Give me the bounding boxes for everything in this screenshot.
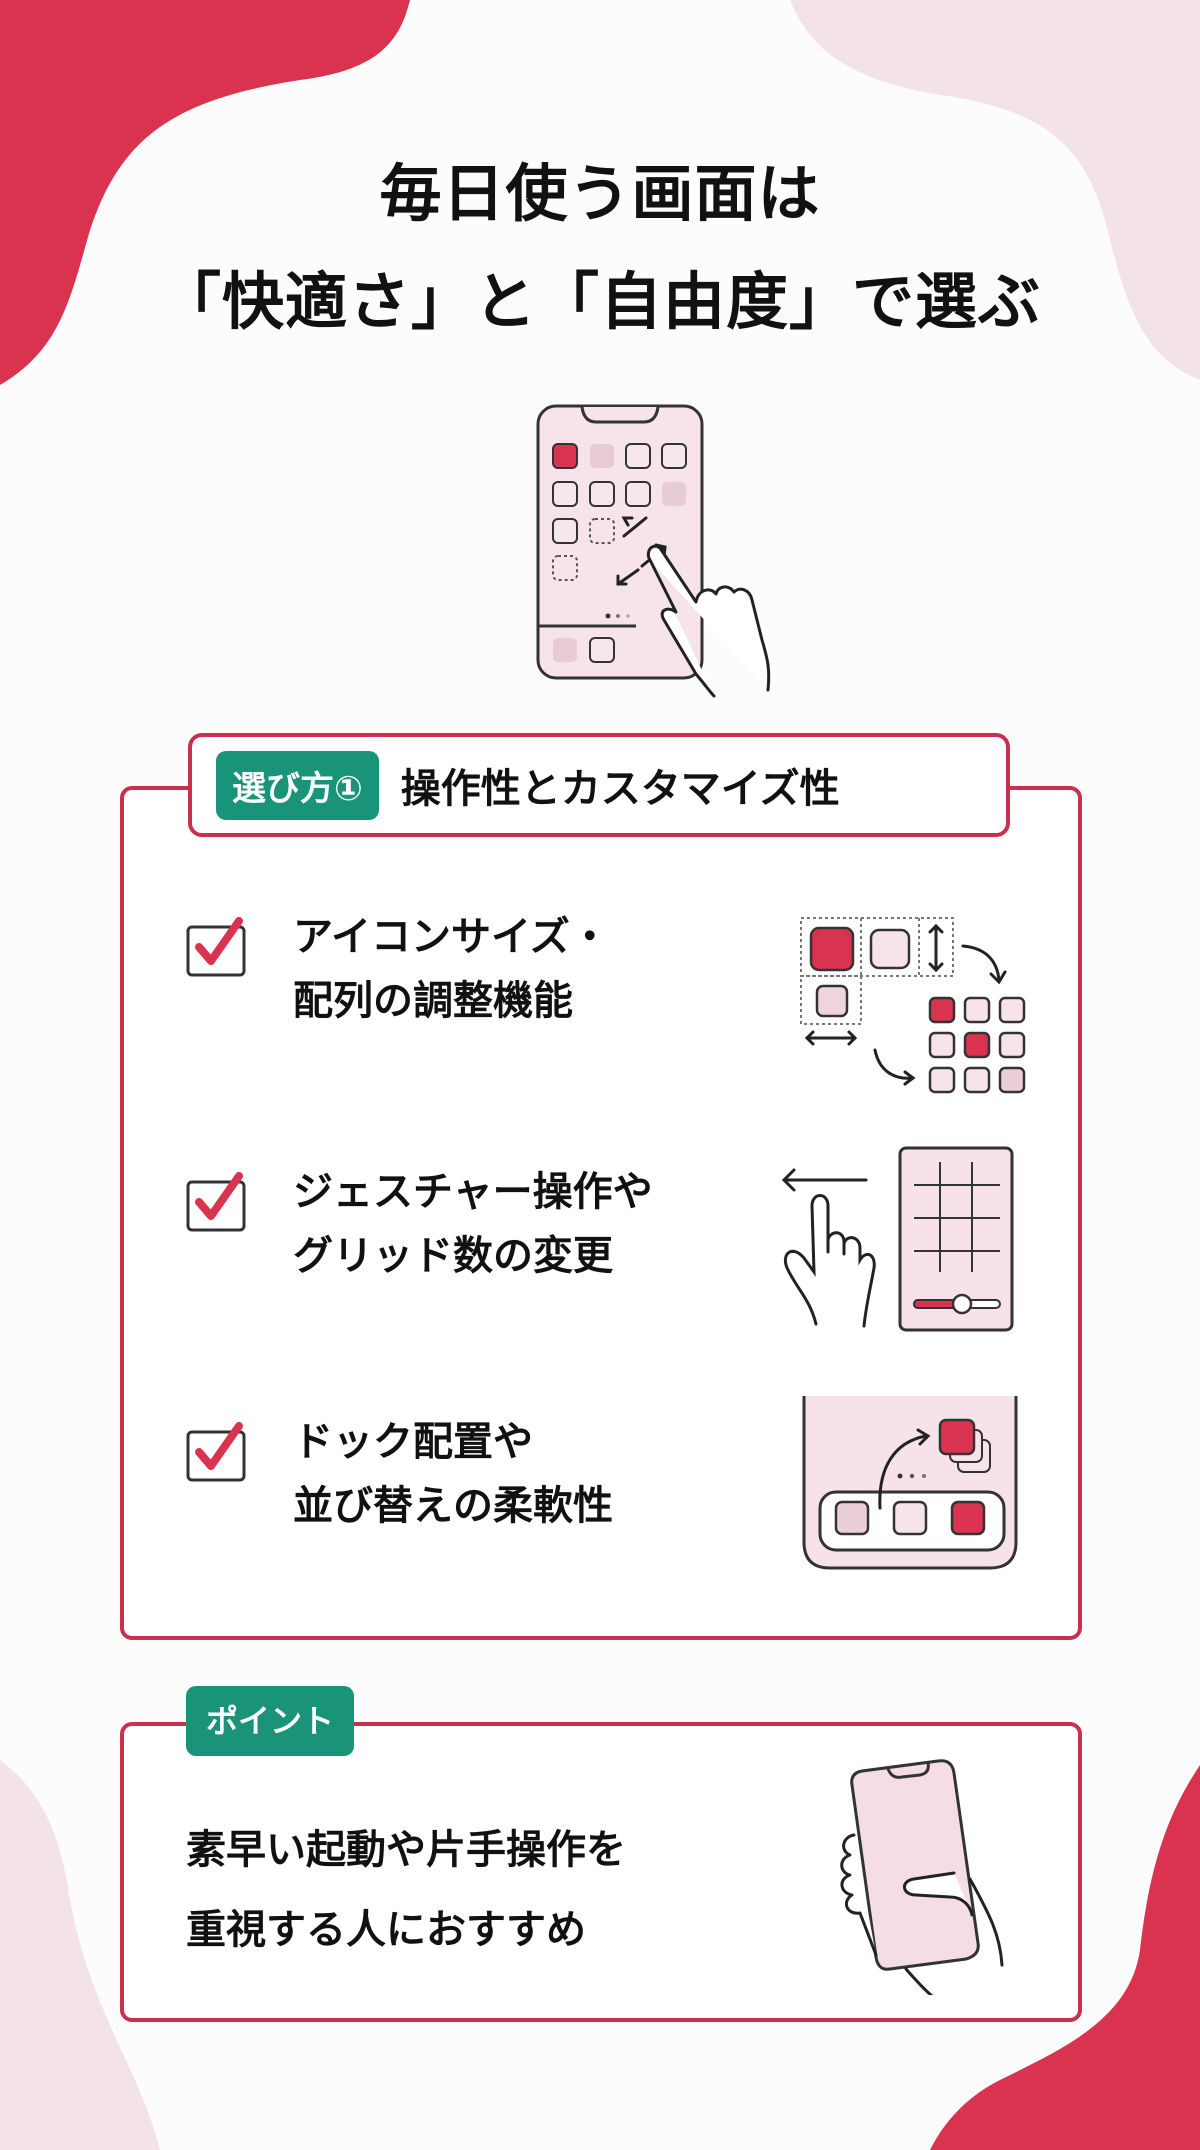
title-line-2: 「快適さ」と「自由度」で選ぶ [158, 265, 1041, 338]
title-line-1: 毎日使う画面は [379, 157, 821, 230]
feature-line-1: アイコンサイズ・ [293, 914, 610, 960]
feature-line-2: 配列の調整機能 [293, 978, 573, 1024]
one-hand-phone-icon [840, 1759, 1004, 1995]
section-header: 選び方① 操作性とカスタマイズ性 [188, 733, 1010, 837]
feature-line-1: ドック配置や [293, 1419, 533, 1465]
checkbox-checked-icon[interactable] [185, 1170, 247, 1232]
dock-rearrange-icon [802, 1396, 1018, 1570]
feature-line-2: グリッド数の変更 [293, 1233, 613, 1279]
feature-item: アイコンサイズ・ 配列の調整機能 [185, 905, 1065, 1105]
feature-line-1: ジェスチャー操作や [293, 1169, 653, 1215]
section-badge: 選び方① [216, 750, 379, 820]
phone-with-hand-pinch-icon [536, 404, 771, 698]
section-heading: 操作性とカスタマイズ性 [400, 766, 840, 812]
checkbox-checked-icon[interactable] [185, 1420, 247, 1482]
point-line-2: 重視する人におすすめ [186, 1907, 586, 1953]
point-badge: ポイント [186, 1686, 355, 1756]
bottom-right-red-blob [930, 1765, 1200, 2150]
point-text: 素早い起動や片手操作を 重視する人におすすめ [186, 1810, 626, 1970]
page-title: 毎日使う画面は 「快適さ」と「自由度」で選ぶ [0, 140, 1200, 356]
point-line-1: 素早い起動や片手操作を [186, 1827, 626, 1873]
bottom-left-pink-blob [0, 1760, 160, 2150]
feature-line-2: 並び替えの柔軟性 [293, 1483, 613, 1529]
top-right-pink-blob [790, 0, 1200, 380]
feature-item: ジェスチャー操作や グリッド数の変更 [185, 1146, 1065, 1360]
icon-resize-grid-icon [800, 917, 1026, 1094]
checkbox-checked-icon[interactable] [185, 915, 247, 977]
top-left-red-blob [0, 0, 410, 385]
swipe-grid-slider-icon [781, 1146, 1014, 1332]
feature-item: ドック配置や 並び替えの柔軟性 [185, 1396, 1065, 1610]
